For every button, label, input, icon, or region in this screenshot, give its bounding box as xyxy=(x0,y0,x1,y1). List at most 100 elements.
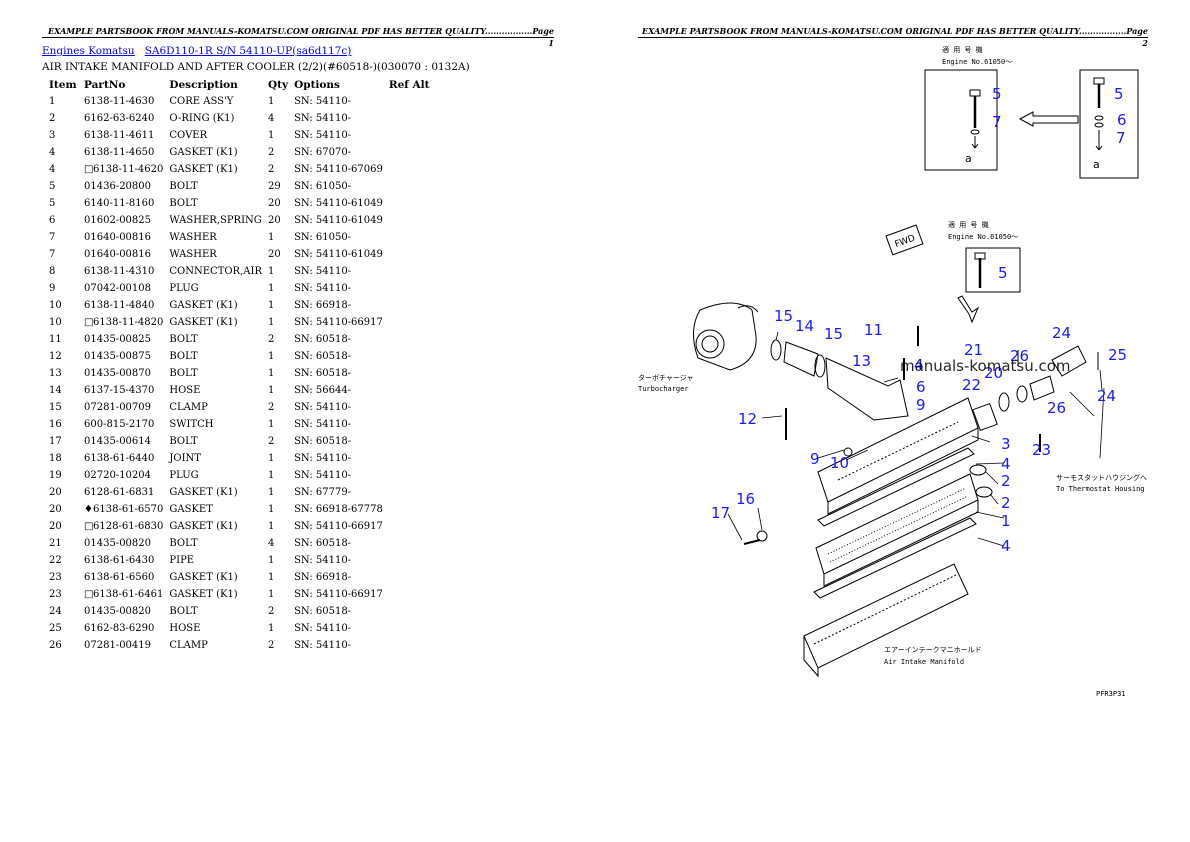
qty-cell: 1 xyxy=(267,487,275,498)
qty-cell: 1 xyxy=(267,470,275,481)
options-cell: SN: 60518- xyxy=(294,368,352,379)
item-cell: 17 xyxy=(49,436,62,447)
item-cell: 14 xyxy=(49,385,62,396)
partno-cell: 07281-00709 xyxy=(81,399,166,416)
options-cell: SN: 60518- xyxy=(294,436,352,447)
qty-cell: 1 xyxy=(267,266,275,277)
part-number: 01435-00614 xyxy=(84,436,152,447)
part-number: 01640-00816 xyxy=(84,249,152,260)
callout-15-b: 15 xyxy=(824,325,843,343)
callout-6-inset-right: 6 xyxy=(1117,111,1127,129)
ref-alt-cell xyxy=(386,263,433,280)
description-cell: PLUG xyxy=(169,470,199,481)
callout-5-inset-right: 5 xyxy=(1114,85,1124,103)
item-cell: 24 xyxy=(49,606,62,617)
partno-cell: 6162-63-6240 xyxy=(81,110,166,127)
options-cell: SN: 54110-67069 xyxy=(294,164,383,175)
description-cell: BOLT xyxy=(169,606,198,617)
item-cell: 2 xyxy=(49,113,56,124)
part-number: 01435-00825 xyxy=(84,334,152,345)
description-cell: GASKET (K1) xyxy=(169,300,238,311)
item-cell: 9 xyxy=(49,283,56,294)
part-number: 6138-11-4310 xyxy=(84,266,155,277)
part-number: 6138-11-4611 xyxy=(84,130,155,141)
page-title: AIR INTAKE MANIFOLD AND AFTER COOLER (2/… xyxy=(42,61,470,73)
table-header-row: Item PartNo Description Qty Options Ref … xyxy=(42,76,432,93)
ref-alt-cell xyxy=(386,280,433,297)
partno-cell: □6138-61-6461 xyxy=(81,586,166,603)
partno-cell: 600-815-2170 xyxy=(81,416,166,433)
parts-table: Item PartNo Description Qty Options Ref … xyxy=(42,76,432,654)
description-cell: CLAMP xyxy=(169,402,208,413)
thermostat-jp-label: サーモスタットハウジングへ xyxy=(1056,473,1147,482)
description-cell: BOLT xyxy=(169,368,198,379)
part-number: 01640-00816 xyxy=(84,232,152,243)
part-number: 6138-61-6461 xyxy=(93,589,164,600)
breadcrumb-link-engines[interactable]: Engines Komatsu xyxy=(42,45,135,57)
part-number: 6128-61-6831 xyxy=(84,487,155,498)
partno-cell: 01435-00614 xyxy=(81,433,166,450)
applicable-label-top: 適 用 号 機 xyxy=(942,45,983,54)
description-cell: GASKET (K1) xyxy=(169,521,238,532)
description-cell: BOLT xyxy=(169,351,198,362)
description-cell: COVER xyxy=(169,130,208,141)
callout-19: 21 xyxy=(964,341,983,359)
item-cell: 18 xyxy=(49,453,62,464)
callout-13: 13 xyxy=(852,352,871,370)
options-cell: SN: 60518- xyxy=(294,351,352,362)
callout-11: 11 xyxy=(864,321,883,339)
ref-alt-cell xyxy=(386,620,433,637)
partno-cell: 01640-00816 xyxy=(81,229,166,246)
qty-cell: 2 xyxy=(267,436,275,447)
qty-cell: 1 xyxy=(267,572,275,583)
callout-5-inset-middle: 5 xyxy=(998,264,1008,282)
description-cell: GASKET (K1) xyxy=(169,317,238,328)
ref-alt-cell xyxy=(386,399,433,416)
qty-cell: 1 xyxy=(267,504,275,515)
ref-alt-cell xyxy=(386,314,433,331)
part-number: 01435-00820 xyxy=(84,606,152,617)
qty-cell: 1 xyxy=(267,385,275,396)
description-cell: GASKET (K1) xyxy=(169,572,238,583)
ref-alt-cell xyxy=(386,161,433,178)
options-cell: SN: 60518- xyxy=(294,606,352,617)
breadcrumb-link-model[interactable]: SA6D110-1R S/N 54110-UP(sa6d117c) xyxy=(144,45,352,57)
part-number: 6138-11-4620 xyxy=(93,164,164,175)
partno-cell: □6128-61-6830 xyxy=(81,518,166,535)
oring-2b xyxy=(975,486,993,498)
description-cell: PIPE xyxy=(169,555,195,566)
partno-cell: 6128-61-6831 xyxy=(81,484,166,501)
engine-no-label-top: Engine No.61050～ xyxy=(942,58,1012,66)
part-number: 600-815-2170 xyxy=(84,419,155,430)
ref-alt-cell xyxy=(386,433,433,450)
part-number: 6138-61-6570 xyxy=(93,504,164,515)
applicable-label-mid: 適 用 号 機 xyxy=(948,220,989,229)
item-cell: 5 xyxy=(49,198,56,209)
callout-4-b: 4 xyxy=(1001,537,1011,555)
part-number: 01602-00825 xyxy=(84,215,152,226)
part-number: 6128-61-6830 xyxy=(93,521,164,532)
description-cell: HOSE xyxy=(169,623,201,634)
partno-cell: 01435-00870 xyxy=(81,365,166,382)
options-cell: SN: 61050- xyxy=(294,181,352,192)
partno-cell: 6137-15-4370 xyxy=(81,382,166,399)
pipe-assembly xyxy=(972,345,1099,432)
options-cell: SN: 60518- xyxy=(294,538,352,549)
item-cell: 10 xyxy=(49,317,62,328)
item-cell: 6 xyxy=(49,215,56,226)
ref-alt-cell xyxy=(386,212,433,229)
partno-cell: 6138-61-6560 xyxy=(81,569,166,586)
options-cell: SN: 54110- xyxy=(294,96,352,107)
description-cell: BOLT xyxy=(169,334,198,345)
